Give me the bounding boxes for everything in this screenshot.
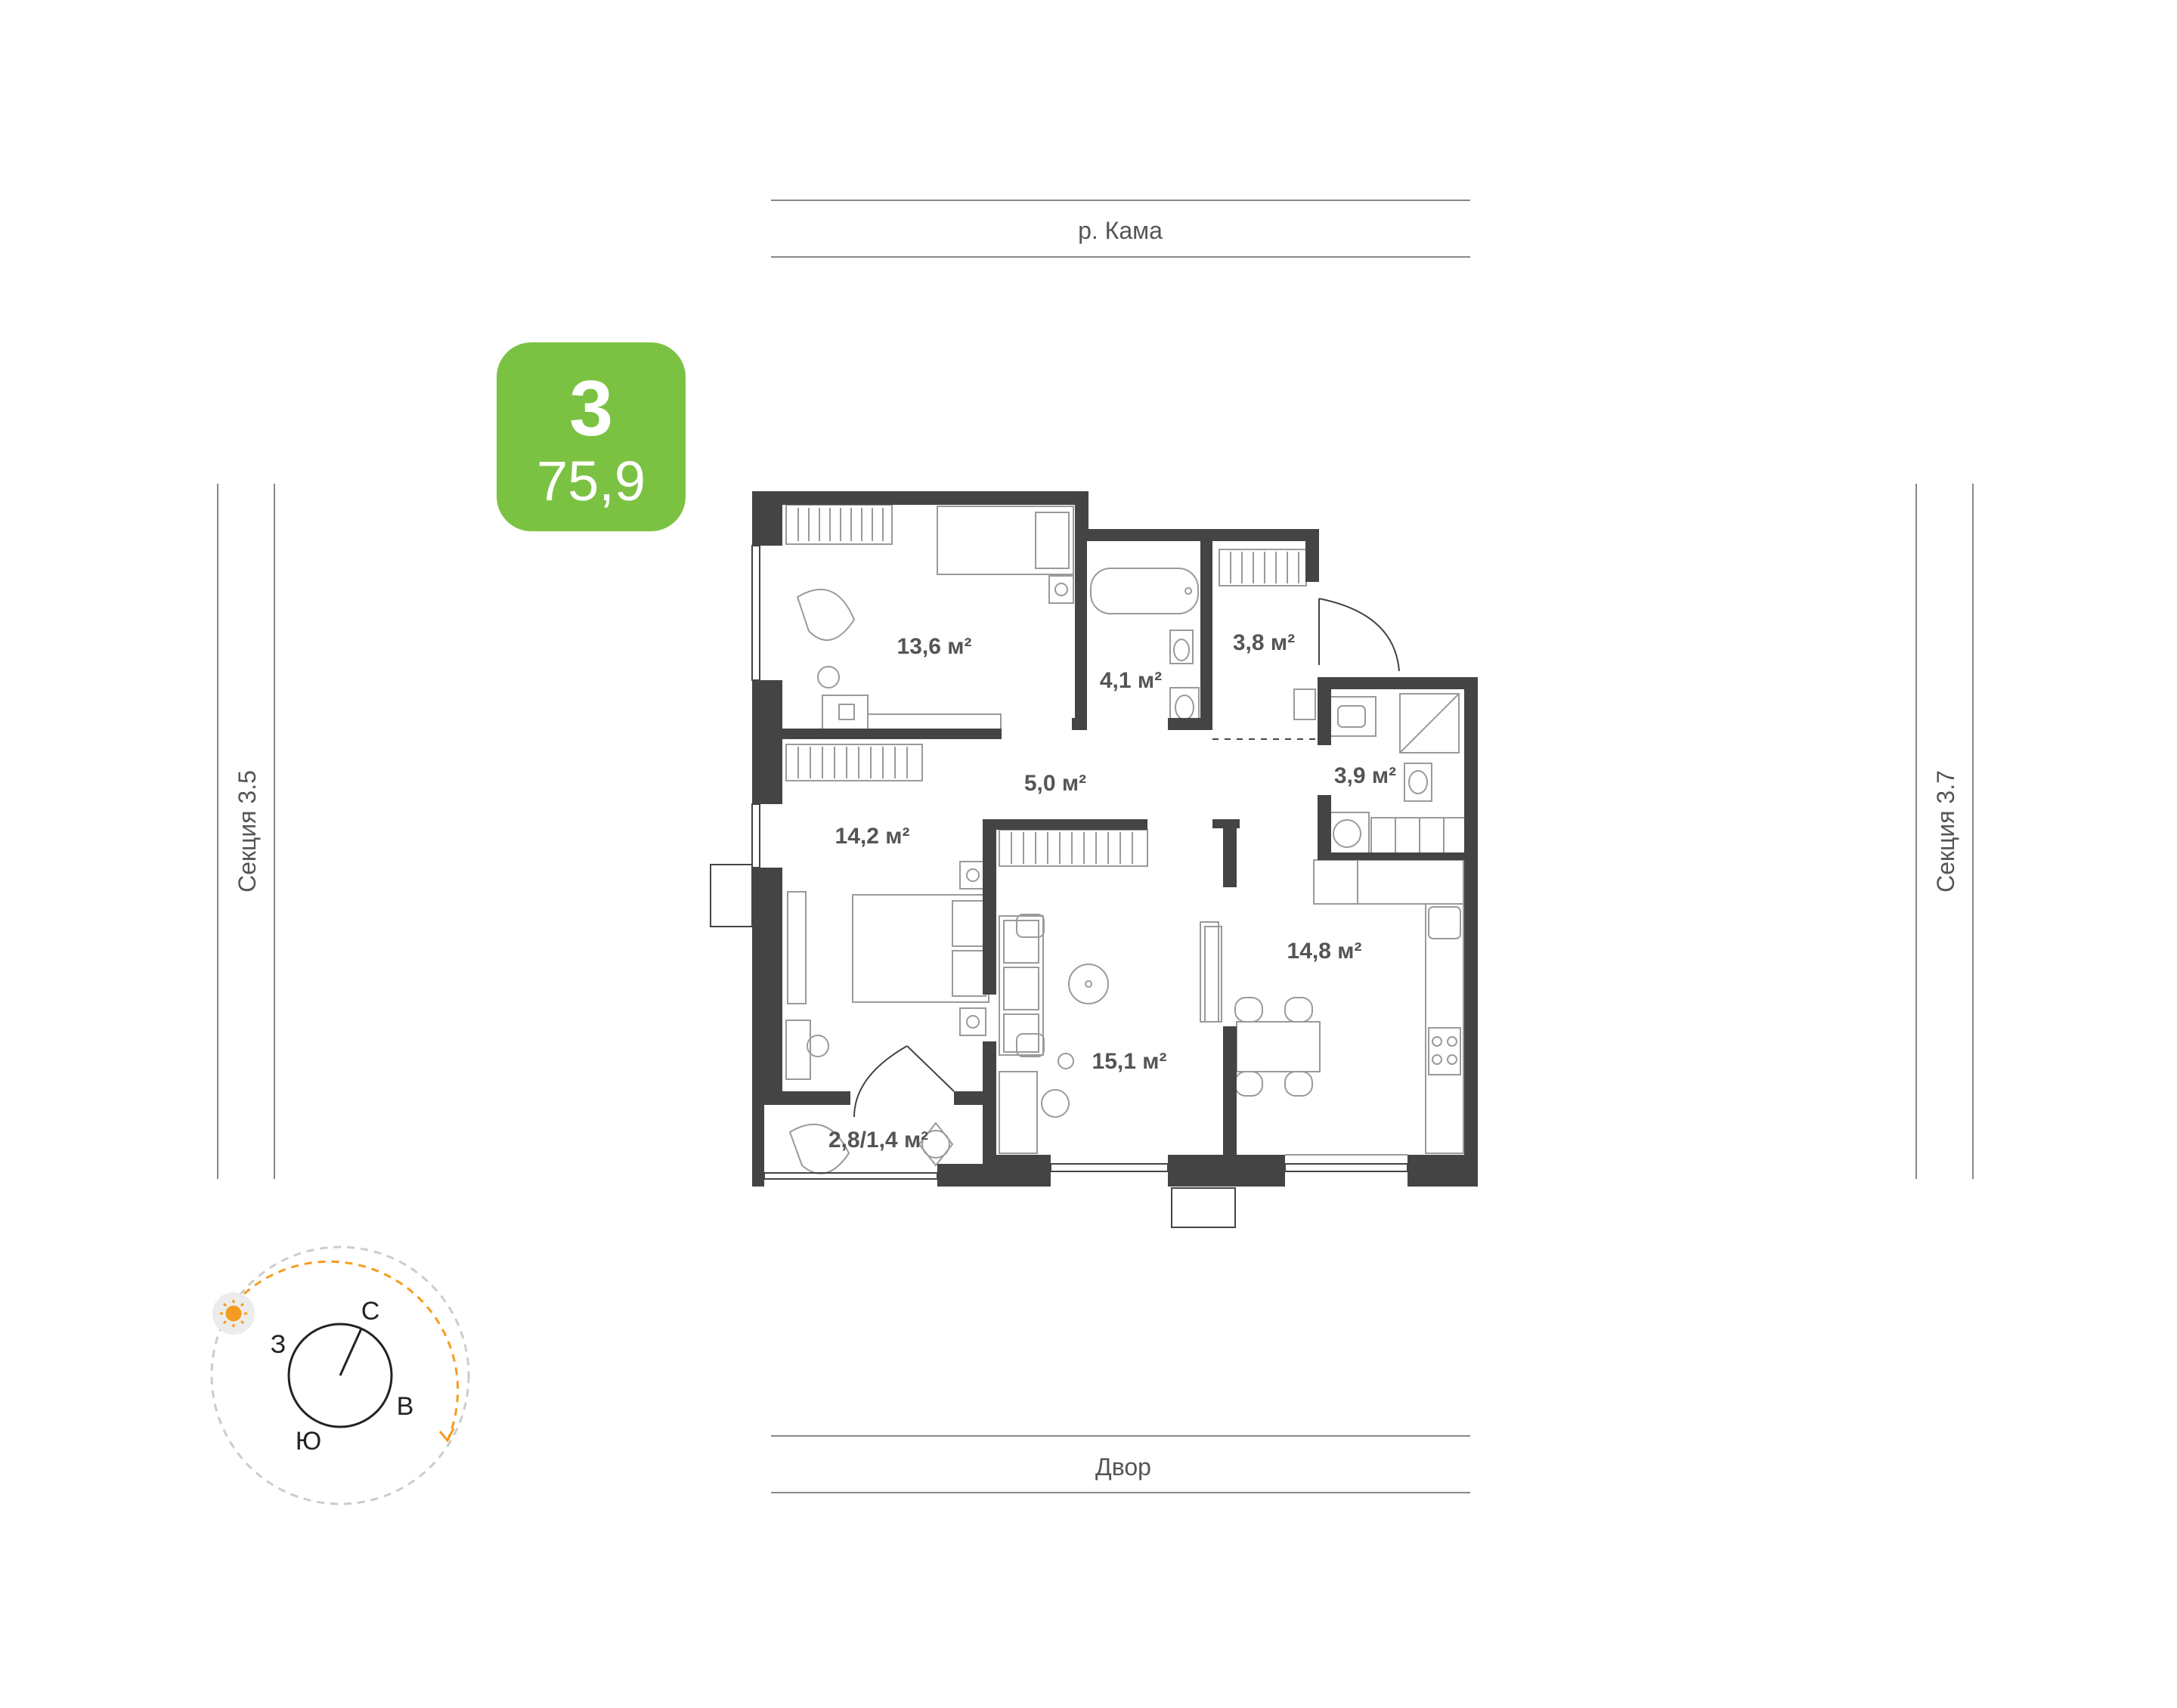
doors xyxy=(853,598,1400,1118)
compass-dial xyxy=(287,1323,393,1428)
windows xyxy=(763,1163,1408,1228)
context-left-label: Секция 3.5 xyxy=(234,770,261,893)
room-area-living: 15,1 м² xyxy=(1092,1049,1167,1074)
sun-path-arrow xyxy=(438,1428,455,1443)
apartment-badge: 3 75,9 xyxy=(497,342,686,531)
room-area-balcony: 2,8/1,4 м² xyxy=(828,1128,928,1153)
context-right-label: Секция 3.7 xyxy=(1932,770,1959,893)
compass-south: Ю xyxy=(296,1427,321,1456)
room-area-kitchen: 14,8 м² xyxy=(1287,939,1362,964)
compass-east: В xyxy=(397,1392,414,1421)
room-area-shower: 3,9 м² xyxy=(1334,763,1396,788)
compass-north: С xyxy=(361,1297,380,1326)
room-area-bedroom-top: 13,6 м² xyxy=(897,634,972,659)
sun-icon xyxy=(220,1300,247,1327)
room-area-hall: 5,0 м² xyxy=(1024,771,1086,796)
sun-path-circle xyxy=(210,1245,470,1505)
badge-area: 75,9 xyxy=(537,450,646,512)
room-area-bathroom: 4,1 м² xyxy=(1100,668,1162,693)
walls xyxy=(710,491,1478,1187)
room-labels: 13,6 м² 4,1 м² 3,8 м² 5,0 м² 3,9 м² 14,2… xyxy=(828,630,1396,1153)
compass: С В Ю З xyxy=(210,1245,470,1505)
badge-rooms: 3 xyxy=(569,365,613,453)
compass-west: З xyxy=(271,1330,286,1359)
compass-needle xyxy=(339,1328,363,1376)
room-area-wardrobe: 3,8 м² xyxy=(1233,630,1295,655)
badge-background xyxy=(497,342,686,531)
context-top-label: р. Кама xyxy=(1078,217,1163,244)
context-frame xyxy=(217,200,1974,1493)
context-bottom-label: Двор xyxy=(1095,1453,1151,1481)
room-area-bedroom-left: 14,2 м² xyxy=(835,824,910,849)
